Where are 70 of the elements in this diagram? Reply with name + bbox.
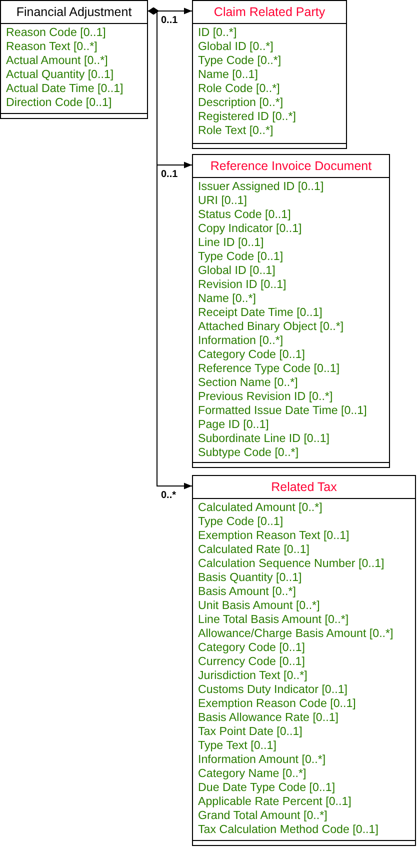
attribute-text: Registered ID [0..*]	[198, 110, 296, 124]
attribute-text: URI [0..1]	[198, 194, 247, 208]
attribute-text: Tax Point Date [0..1]	[198, 725, 302, 739]
attribute-text: Type Code [0..1]	[198, 250, 284, 264]
class-box	[192, 0, 347, 149]
class-name: Reference Invoice Document	[193, 155, 389, 178]
attribute-text: Name [0..1]	[198, 68, 258, 82]
multiplicity-label: 0..1	[161, 15, 178, 26]
attribute-text: Receipt Date Time [0..1]	[198, 306, 322, 320]
attribute-text: Information [0..*]	[198, 334, 284, 348]
attribute-text: Allowance/Charge Basis Amount [0..*]	[198, 627, 394, 641]
class-name: Claim Related Party	[193, 1, 346, 24]
attribute-text: Type Code [0..*]	[198, 54, 282, 68]
attribute-text: Description [0..*]	[198, 96, 284, 110]
attribute-text: Jurisdiction Text [0..*]	[198, 669, 308, 683]
attribute-text: Category Code [0..1]	[198, 641, 305, 655]
attribute-text: Page ID [0..1]	[198, 418, 269, 432]
attribute-text: Information Amount [0..*]	[198, 753, 326, 767]
attribute-text: Reason Text [0..*]	[6, 40, 98, 54]
attribute-text: Issuer Assigned ID [0..1]	[198, 180, 324, 194]
attribute-text: Type Code [0..1]	[198, 515, 284, 529]
class-box	[0, 0, 148, 119]
attribute-text: Grand Total Amount [0..*]	[198, 809, 328, 823]
attribute-text: Copy Indicator [0..1]	[198, 222, 302, 236]
attribute-text: Due Date Type Code [0..1]	[198, 781, 336, 795]
attribute-text: Basis Allowance Rate [0..1]	[198, 711, 338, 725]
attribute-text: Global ID [0..*]	[198, 40, 274, 54]
attribute-text: Section Name [0..*]	[198, 376, 298, 390]
attribute-text: Customs Duty Indicator [0..1]	[198, 683, 348, 697]
attribute-text: Calculated Rate [0..1]	[198, 543, 310, 557]
attribute-text: ID [0..*]	[198, 26, 237, 40]
attribute-text: Actual Date Time [0..1]	[6, 82, 124, 96]
attribute-text: Exemption Reason Code [0..1]	[198, 697, 356, 711]
class-box	[192, 475, 416, 846]
attribute-text: Reference Type Code [0..1]	[198, 362, 340, 376]
attribute-text: Basis Quantity [0..1]	[198, 571, 302, 585]
attribute-text: Actual Quantity [0..1]	[6, 68, 114, 82]
attribute-text: Status Code [0..1]	[198, 208, 291, 222]
attribute-text: Line ID [0..1]	[198, 236, 264, 250]
attribute-text: Line Total Basis Amount [0..*]	[198, 613, 349, 627]
attribute-text: Exemption Reason Text [0..1]	[198, 529, 350, 543]
attribute-text: Formatted Issue Date Time [0..1]	[198, 404, 367, 418]
attribute-text: Subordinate Line ID [0..1]	[198, 432, 330, 446]
attribute-text: Revision ID [0..1]	[198, 278, 286, 292]
composition-connector	[148, 7, 192, 490]
attribute-text: Previous Revision ID [0..*]	[198, 390, 333, 404]
attribute-text: Basis Amount [0..*]	[198, 585, 296, 599]
class-name: Financial Adjustment	[1, 1, 147, 24]
attribute-text: Global ID [0..1]	[198, 264, 276, 278]
attribute-text: Subtype Code [0..*]	[198, 446, 299, 460]
attribute-text: Calculated Amount [0..*]	[198, 501, 322, 515]
attribute-text: Type Text [0..1]	[198, 739, 276, 753]
multiplicity-label: 0..1	[161, 169, 178, 180]
class-box	[192, 154, 390, 468]
attribute-text: Unit Basis Amount [0..*]	[198, 599, 320, 613]
attribute-text: Category Name [0..*]	[198, 767, 306, 781]
attribute-text: Applicable Rate Percent [0..1]	[198, 795, 352, 809]
attribute-text: Name [0..*]	[198, 292, 256, 306]
class-name: Related Tax	[193, 476, 415, 499]
attribute-text: Attached Binary Object [0..*]	[198, 320, 344, 334]
attribute-text: Tax Calculation Method Code [0..1]	[198, 823, 378, 837]
attribute-text: Actual Amount [0..*]	[6, 54, 108, 68]
attribute-text: Reason Code [0..1]	[6, 26, 106, 40]
multiplicity-label: 0..*	[161, 490, 176, 501]
attribute-text: Role Code [0..*]	[198, 82, 280, 96]
attribute-text: Role Text [0..*]	[198, 124, 274, 138]
attribute-text: Category Code [0..1]	[198, 348, 305, 362]
attribute-text: Direction Code [0..1]	[6, 96, 112, 110]
attribute-text: Calculation Sequence Number [0..1]	[198, 557, 384, 571]
attribute-text: Currency Code [0..1]	[198, 655, 305, 669]
